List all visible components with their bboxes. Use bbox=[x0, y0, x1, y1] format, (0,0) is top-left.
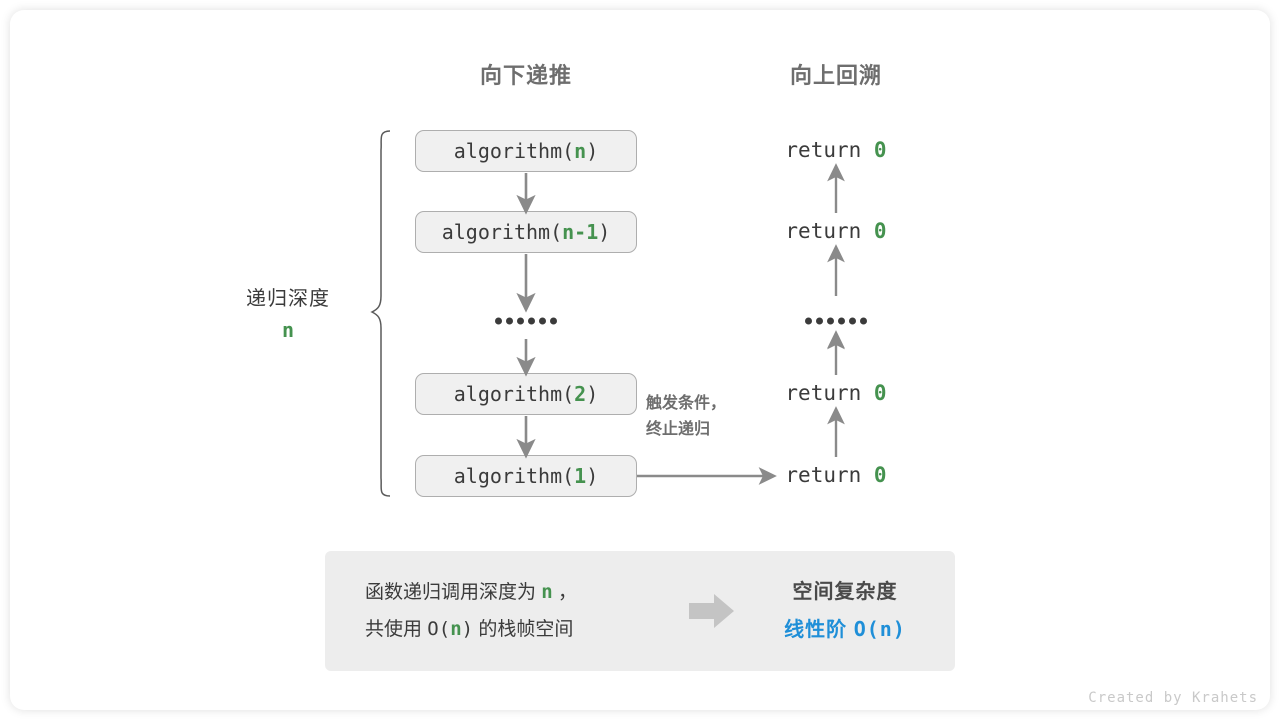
ellipsis-dots-descend bbox=[495, 317, 557, 325]
call-box-prefix: algorithm( bbox=[453, 382, 575, 406]
call-box-arg: 2 bbox=[574, 382, 587, 406]
summary-line-1: 函数递归调用深度为 n ， bbox=[365, 574, 675, 611]
trigger-note-line2: 终止递归 bbox=[646, 421, 711, 438]
summary-line2-text-b: 的栈帧空间 bbox=[478, 619, 574, 640]
return-keyword: return bbox=[785, 381, 862, 405]
column-heading-ascend: 向上回溯 bbox=[789, 63, 883, 88]
summary-result-caption: 空间复杂度 bbox=[792, 580, 898, 603]
recursion-depth-value: n bbox=[281, 318, 295, 342]
return-keyword: return bbox=[785, 138, 862, 162]
summary-line2-o: O( bbox=[427, 618, 451, 640]
trigger-condition-note: 触发条件， 终止递归 bbox=[646, 391, 726, 443]
summary-line2-close: ) bbox=[461, 618, 474, 640]
return-value: 0 bbox=[873, 138, 887, 162]
call-box-prefix: algorithm( bbox=[453, 464, 575, 488]
summary-line2-n: n bbox=[450, 618, 462, 640]
call-box-2[interactable]: algorithm(2) bbox=[415, 373, 637, 415]
summary-result-value: 线性阶 O(n) bbox=[749, 611, 941, 649]
summary-description: 函数递归调用深度为 n ， 共使用 O(n) 的栈帧空间 bbox=[325, 574, 675, 648]
ellipsis-dots-ascend bbox=[805, 317, 867, 325]
summary-result: 空间复杂度 线性阶 O(n) bbox=[749, 574, 955, 649]
summary-line1-text-b: ， bbox=[558, 582, 578, 603]
summary-line-2: 共使用 O(n) 的栈帧空间 bbox=[365, 611, 675, 648]
call-box-1[interactable]: algorithm(1) bbox=[415, 455, 637, 497]
call-box-suffix: ) bbox=[586, 139, 599, 163]
return-value: 0 bbox=[873, 463, 887, 487]
call-box-suffix: ) bbox=[586, 464, 599, 488]
call-box-suffix: ) bbox=[586, 382, 599, 406]
return-keyword: return bbox=[785, 219, 862, 243]
credit-text: Created by Krahets bbox=[1088, 690, 1258, 706]
return-value: 0 bbox=[873, 381, 887, 405]
summary-result-kind: 线性阶 bbox=[784, 618, 848, 641]
return-value: 0 bbox=[873, 219, 887, 243]
right-arrow-icon bbox=[689, 594, 734, 628]
return-label-4: return 0 bbox=[785, 463, 886, 487]
trigger-note-line1: 触发条件， bbox=[646, 395, 727, 412]
summary-panel: 函数递归调用深度为 n ， 共使用 O(n) 的栈帧空间 空间复杂度 线性阶 O… bbox=[325, 551, 955, 671]
summary-line2-text-a: 共使用 bbox=[365, 619, 423, 640]
return-keyword: return bbox=[785, 463, 862, 487]
return-label-2: return 0 bbox=[785, 219, 886, 243]
depth-brace bbox=[370, 130, 391, 497]
call-box-n-minus-1[interactable]: algorithm(n-1) bbox=[415, 211, 637, 253]
summary-arrow-wrap bbox=[675, 592, 749, 630]
call-box-n[interactable]: algorithm(n) bbox=[415, 130, 637, 172]
summary-line1-text-a: 函数递归调用深度为 bbox=[365, 582, 537, 603]
recursion-depth-label: 递归深度 n bbox=[246, 282, 330, 342]
call-box-arg: n bbox=[574, 139, 587, 163]
call-box-arg: n-1 bbox=[562, 220, 599, 244]
call-box-prefix: algorithm( bbox=[441, 220, 563, 244]
summary-result-notation: O(n) bbox=[853, 616, 906, 641]
recursion-depth-title: 递归深度 bbox=[246, 288, 330, 310]
return-label-1: return 0 bbox=[785, 138, 886, 162]
summary-line1-n: n bbox=[541, 581, 553, 603]
column-heading-descend: 向下递推 bbox=[479, 63, 573, 88]
call-box-prefix: algorithm( bbox=[453, 139, 575, 163]
call-box-suffix: ) bbox=[598, 220, 611, 244]
return-label-3: return 0 bbox=[785, 381, 886, 405]
call-box-arg: 1 bbox=[574, 464, 587, 488]
